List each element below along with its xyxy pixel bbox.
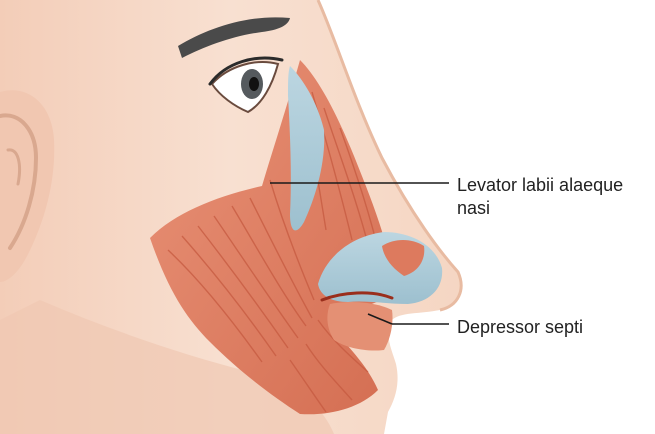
label-levator-line2: nasi [457, 197, 623, 220]
label-levator-labii-alaeque-nasi: Levator labii alaeque nasi [457, 174, 623, 220]
label-depressor-septi: Depressor septi [457, 316, 583, 339]
label-levator-line1: Levator labii alaeque [457, 174, 623, 197]
pupil [249, 77, 259, 91]
